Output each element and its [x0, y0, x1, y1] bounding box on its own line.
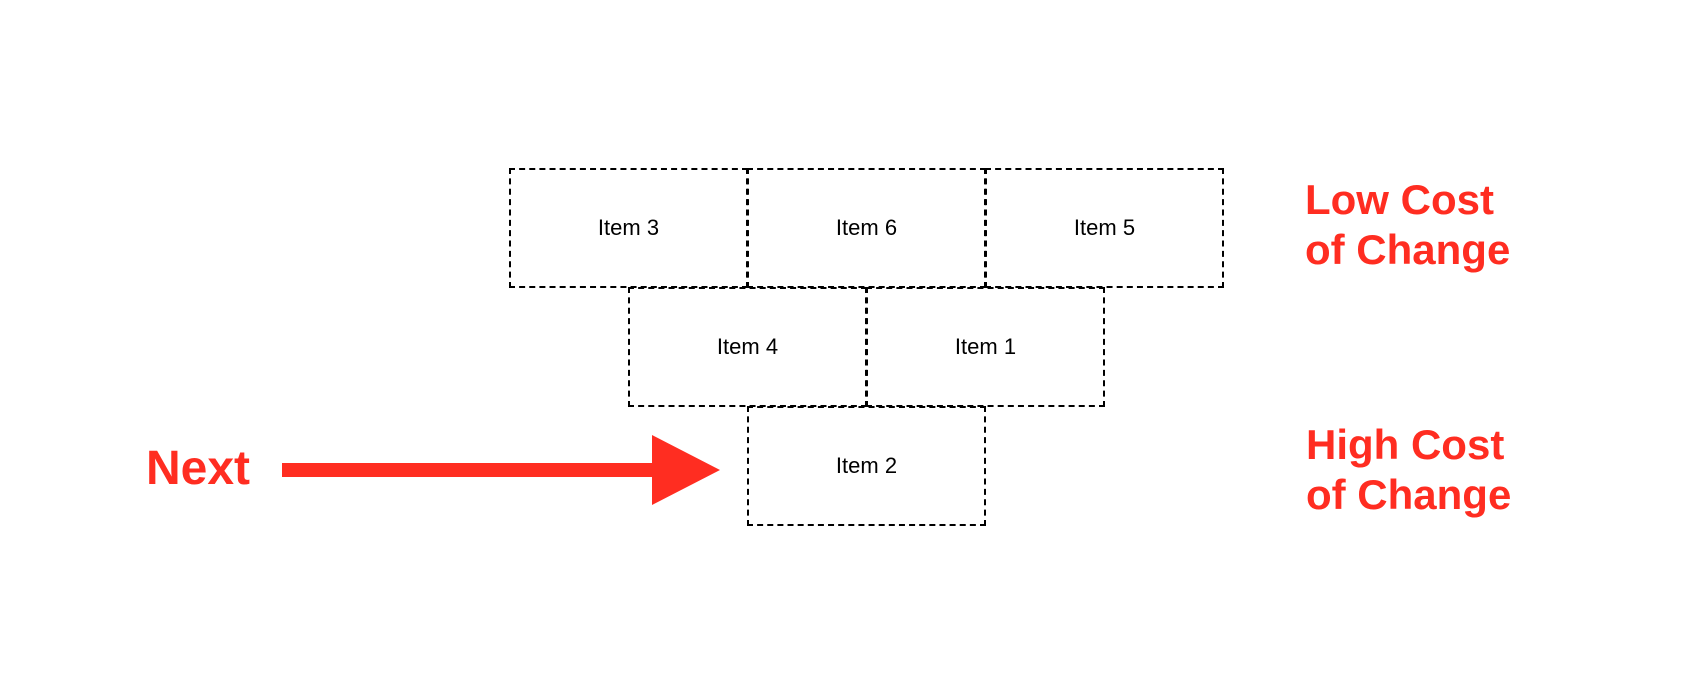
- item-box-2: Item 2: [747, 406, 986, 526]
- item-label: Item 6: [835, 215, 898, 240]
- item-box-3: Item 3: [509, 168, 748, 288]
- next-label: Next: [146, 442, 251, 495]
- high-cost-line1: High Cost: [1306, 421, 1505, 468]
- item-label: Item 2: [835, 453, 898, 478]
- item-box-1: Item 1: [866, 287, 1105, 407]
- item-label: Item 1: [954, 334, 1017, 359]
- high-cost-line2: of Change: [1306, 471, 1512, 518]
- arrow-right-icon: [282, 435, 720, 505]
- low-cost-line2: of Change: [1305, 226, 1511, 273]
- item-label: Item 3: [597, 215, 660, 240]
- item-box-6: Item 6: [747, 168, 986, 288]
- item-box-5: Item 5: [985, 168, 1224, 288]
- low-cost-label: Low Cost of Change: [1305, 175, 1510, 275]
- low-cost-line1: Low Cost: [1305, 176, 1494, 223]
- high-cost-label: High Cost of Change: [1306, 420, 1511, 520]
- item-box-4: Item 4: [628, 287, 867, 407]
- item-label: Item 4: [716, 334, 779, 359]
- item-label: Item 5: [1073, 215, 1136, 240]
